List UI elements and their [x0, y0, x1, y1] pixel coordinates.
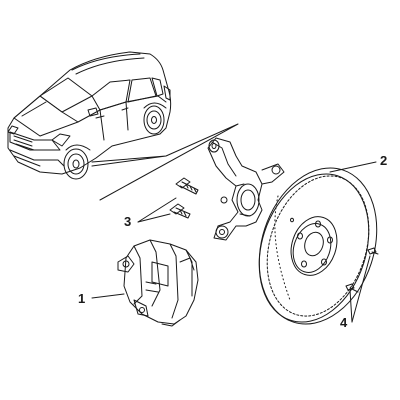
callout-3: 3: [124, 214, 131, 229]
leader-line-4a: [351, 255, 371, 323]
vehicle-illustration: [7, 51, 172, 180]
callout-4: 4: [340, 315, 348, 330]
callout-1: 1: [78, 291, 85, 306]
callout-2: 2: [380, 153, 387, 168]
leader-lines: [91, 161, 377, 323]
leader-line-4b: [349, 289, 353, 323]
disc-screws: [345, 247, 379, 293]
steering-knuckle: [207, 137, 285, 241]
brake-caliper: [117, 239, 199, 327]
leader-line-2: [329, 161, 377, 173]
brake-disc: [258, 167, 378, 325]
leader-line-3a: [137, 197, 177, 223]
caliper-bolts: [169, 177, 199, 219]
leader-line-1: [91, 293, 125, 299]
vehicle-pointer-lines: [91, 123, 239, 201]
leader-line-3b: [137, 213, 171, 223]
